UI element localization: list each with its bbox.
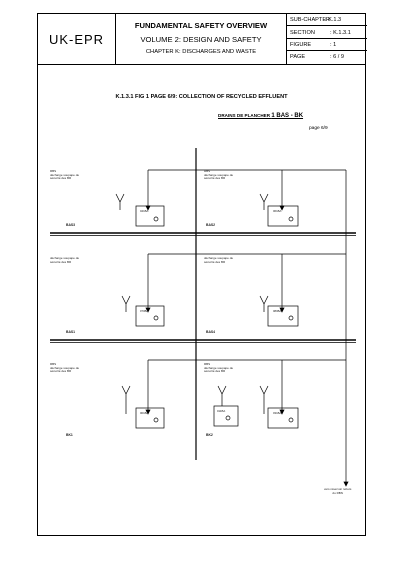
tank-label: 011BA [217,409,226,413]
outlet-arrow [343,481,349,487]
tank-label: 061BA [273,209,282,213]
rbs-note: RBS décharge soupape de sécurité des BR [50,169,80,181]
header-titles: FUNDAMENTAL SAFETY OVERVIEW VOLUME 2: DE… [116,14,287,65]
tank-label: 041BA [140,209,149,213]
building-label: BAS3 [66,223,76,227]
reference-table: SUB-CHAPTER : K.1.3 SECTION : K.1.3.1 FI… [287,14,367,65]
sump-001BA [121,360,165,429]
sump-011BA [213,385,239,427]
meta-value: : 1 [330,42,337,48]
sump-031BA [259,360,299,429]
figure-page-label: page 6/9 [309,126,328,131]
meta-key: SECTION [290,30,315,36]
rbs-note: RBS décharge soupape de sécurité des BR [204,362,234,374]
meta-value: : K.1.3 [325,17,342,23]
rbs-note: RBS décharge soupape de sécurité des BR [204,169,234,181]
building-label: BK1 [66,433,73,437]
tank-label: 031BA [273,411,282,415]
tank-label: 070BA [140,309,149,313]
building-label: BAS2 [206,223,216,227]
building-label: BAS1 [66,330,76,334]
drain-schematic [50,148,356,487]
meta-key: FIGURE [290,42,312,48]
document-sheet: UK-EPR FUNDAMENTAL SAFETY OVERVIEW VOLUM… [37,13,367,536]
subtitle-main: 1 BAS - BK [271,113,304,119]
sump-041BA [115,170,165,227]
header-block: UK-EPR FUNDAMENTAL SAFETY OVERVIEW VOLUM… [38,14,367,65]
subtitle-prefix: DRAINS DE PLANCHER [218,113,271,118]
logo: UK-EPR [38,14,116,65]
meta-row-section: SECTION : K.1.3.1 [287,27,367,39]
document-title: FUNDAMENTAL SAFETY OVERVIEW [134,21,268,30]
figure-title: K.1.3.1 FIG 1 PAGE 6/9: COLLECTION OF RE… [115,94,288,100]
outlet-note: vers réservoir rebuts du RBN [324,487,352,495]
tank-label: 001BA [140,411,149,415]
meta-value: : K.1.3.1 [330,30,351,36]
sump-070BA [121,254,165,327]
meta-row-page: PAGE : 6 / 9 [287,51,367,63]
meta-row-figure: FIGURE : 1 [287,39,367,51]
chapter-title: CHAPTER K: DISCHARGES AND WASTE [145,49,257,55]
sump-080BA [259,254,299,327]
building-label: BK2 [206,433,213,437]
rbs-note: décharge soupape de sécurité des BR [50,256,80,264]
meta-row-subchapter: SUB-CHAPTER : K.1.3 [287,14,367,26]
meta-key: PAGE [290,54,306,60]
figure-subtitle: DRAINS DE PLANCHER 1 BAS - BK [218,113,303,119]
sump-061BA [259,170,299,227]
meta-value: : 6 / 9 [330,54,344,60]
building-label: BAS4 [206,330,216,334]
rbs-note: RBS décharge soupape de sécurité des BR [50,362,80,374]
tank-label: 080BA [273,309,282,313]
meta-key: SUB-CHAPTER [290,17,331,23]
rbs-note: décharge soupape de sécurité des BR [204,256,234,264]
volume-title: VOLUME 2: DESIGN AND SAFETY [140,35,262,44]
